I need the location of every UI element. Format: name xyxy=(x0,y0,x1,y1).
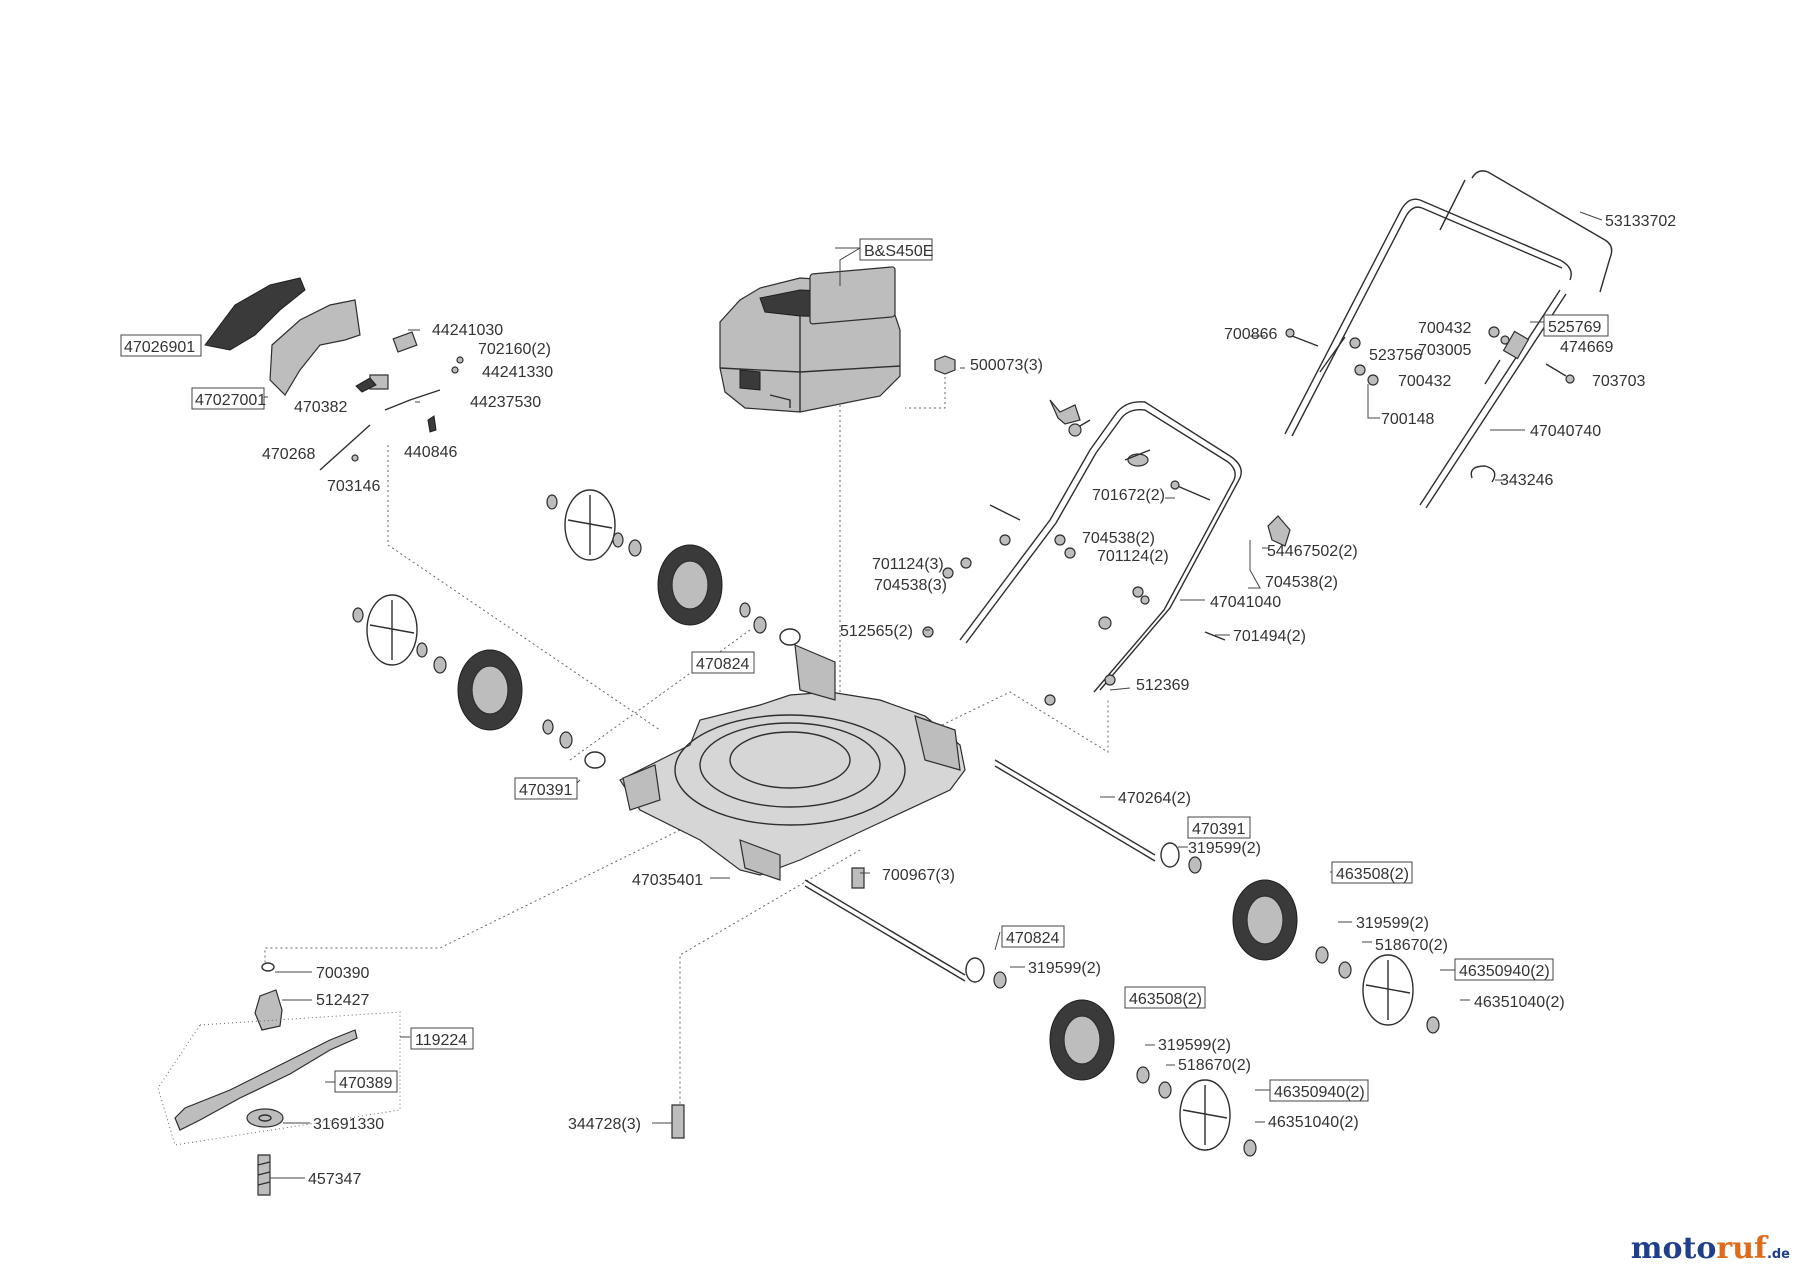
label-l06: 44241330 xyxy=(482,364,553,381)
label-l15: 700432 xyxy=(1418,320,1471,337)
label-l53: 119224 xyxy=(410,1027,474,1050)
svg-text:470391: 470391 xyxy=(519,782,572,799)
label-l26: 704538(2) xyxy=(1082,530,1155,547)
label-l37: 470391 xyxy=(514,777,578,800)
svg-text:47027001: 47027001 xyxy=(195,392,266,409)
label-l03: 47026901 xyxy=(120,334,202,357)
label-l45: 518670(2) xyxy=(1375,937,1448,954)
mower-deck xyxy=(619,644,966,881)
watermark-part1: moto xyxy=(1630,1231,1717,1266)
lower-handle xyxy=(922,399,1291,706)
label-l01: B&S450E xyxy=(859,238,933,261)
label-l61: 457347 xyxy=(308,1171,361,1188)
label-l51: 512427 xyxy=(316,992,369,1009)
svg-text:470389: 470389 xyxy=(339,1075,392,1092)
watermark-logo: motoruf.de xyxy=(1631,1231,1790,1266)
label-l22: 700148 xyxy=(1381,411,1434,428)
svg-text:470391: 470391 xyxy=(1192,821,1245,838)
axles xyxy=(804,759,1156,982)
svg-text:463508(2): 463508(2) xyxy=(1336,866,1409,883)
label-l49: 319599(2) xyxy=(1028,960,1101,977)
label-l54: 319599(2) xyxy=(1158,1037,1231,1054)
svg-text:46350940(2): 46350940(2) xyxy=(1274,1084,1365,1101)
label-l02: 53133702 xyxy=(1605,213,1676,230)
label-l50: 46351040(2) xyxy=(1474,994,1565,1011)
svg-text:470824: 470824 xyxy=(1006,930,1059,947)
svg-text:470824: 470824 xyxy=(696,656,749,673)
wheel-front-bottom xyxy=(352,594,606,769)
blade-group-frame xyxy=(157,1011,401,1146)
label-l34: 701494(2) xyxy=(1233,628,1306,645)
label-l48: 700390 xyxy=(316,965,369,982)
label-l09: 470382 xyxy=(294,399,347,416)
label-l46: 46350940(2) xyxy=(1454,958,1554,981)
label-l39: 470391 xyxy=(1187,816,1251,839)
label-l35: 470824 xyxy=(691,651,755,674)
watermark-tld: .de xyxy=(1766,1247,1790,1262)
label-l19: 523756 xyxy=(1369,347,1422,364)
label-l41: 47035401 xyxy=(632,872,703,889)
label-l33: 512565(2) xyxy=(840,623,913,640)
wheel-rear-bottom xyxy=(965,957,1257,1157)
label-l43: 463508(2) xyxy=(1331,861,1413,884)
assembly-lines xyxy=(264,372,1109,1110)
label-l11: 440846 xyxy=(404,444,457,461)
label-l20: 700432 xyxy=(1398,373,1451,390)
label-l58: 344728(3) xyxy=(568,1116,641,1133)
svg-text:46350940(2): 46350940(2) xyxy=(1459,963,1550,980)
label-l36: 512369 xyxy=(1136,677,1189,694)
label-l52: 463508(2) xyxy=(1124,986,1206,1009)
label-l60: 46351040(2) xyxy=(1268,1114,1359,1131)
svg-text:463508(2): 463508(2) xyxy=(1129,991,1202,1008)
label-l13: 500073(3) xyxy=(970,357,1043,374)
leader-lines xyxy=(205,211,1603,1179)
label-l07: 47027001 xyxy=(191,387,266,410)
label-l56: 470389 xyxy=(334,1070,398,1093)
wheel-front-top xyxy=(546,489,801,646)
label-l31: 704538(2) xyxy=(1265,574,1338,591)
watermark-part2: ruf xyxy=(1716,1231,1767,1266)
label-l44: 319599(2) xyxy=(1356,915,1429,932)
label-l32: 47041040 xyxy=(1210,594,1281,611)
part-labels: B&S450E 53133702 47026901 44241030 70216… xyxy=(120,213,1676,1188)
svg-text:119224: 119224 xyxy=(415,1032,467,1049)
label-l08: 44237530 xyxy=(470,394,541,411)
rear-flap-parts xyxy=(204,277,464,471)
label-l40: 319599(2) xyxy=(1188,840,1261,857)
label-l12: 703146 xyxy=(327,478,380,495)
label-l55: 518670(2) xyxy=(1178,1057,1251,1074)
label-l16: 525769 xyxy=(1543,314,1609,337)
label-l59: 31691330 xyxy=(313,1116,384,1133)
label-l10: 470268 xyxy=(262,446,315,463)
label-l18: 474669 xyxy=(1560,339,1613,356)
label-l14: 700866 xyxy=(1224,326,1277,343)
svg-text:525769: 525769 xyxy=(1548,319,1601,336)
engine-fasteners xyxy=(934,355,956,375)
label-l05: 702160(2) xyxy=(478,341,551,358)
label-l25: 701672(2) xyxy=(1092,487,1165,504)
upper-handle xyxy=(1284,170,1613,509)
svg-text:47026901: 47026901 xyxy=(124,339,195,356)
label-l57: 46350940(2) xyxy=(1269,1079,1369,1102)
label-l29: 701124(3) xyxy=(872,556,944,573)
label-l24: 343246 xyxy=(1500,472,1553,489)
label-l47: 470824 xyxy=(1001,925,1065,948)
label-l30: 704538(3) xyxy=(874,577,947,594)
svg-text:B&S450E: B&S450E xyxy=(864,243,933,260)
label-l17: 703005 xyxy=(1418,342,1471,359)
label-l28: 54467502(2) xyxy=(1267,543,1358,560)
label-l04: 44241030 xyxy=(432,322,503,339)
label-l27: 701124(2) xyxy=(1097,548,1169,565)
wheel-rear-top xyxy=(1160,842,1440,1034)
label-l21: 703703 xyxy=(1592,373,1645,390)
label-l23: 47040740 xyxy=(1530,423,1601,440)
label-l38: 470264(2) xyxy=(1118,790,1191,807)
label-l42: 700967(3) xyxy=(882,867,955,884)
blade-assembly xyxy=(174,867,865,1196)
engine-assembly xyxy=(719,266,901,413)
